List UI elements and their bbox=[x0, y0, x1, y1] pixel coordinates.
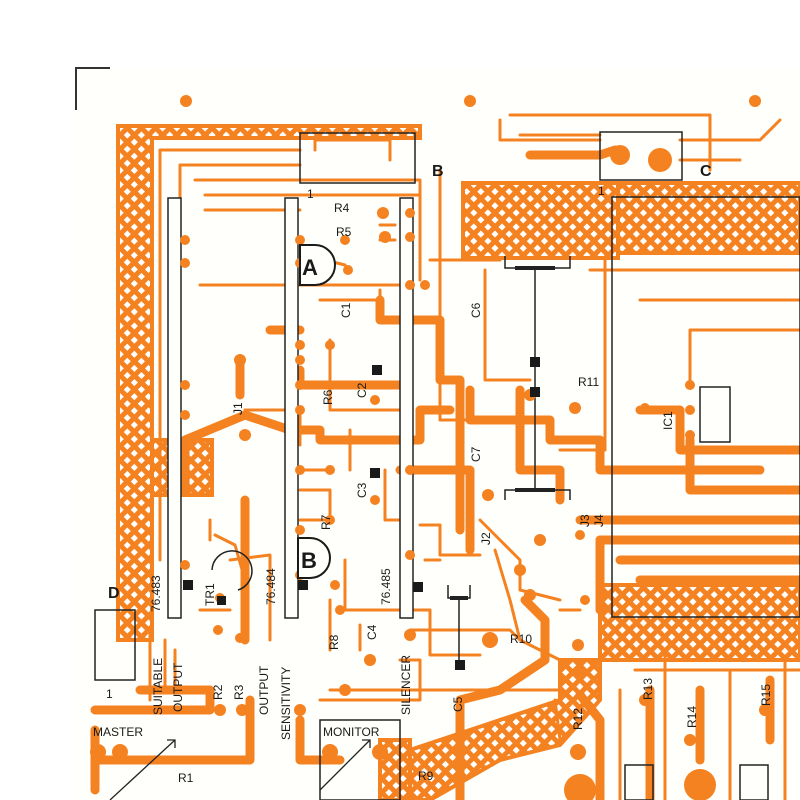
r14-label: R14 bbox=[685, 706, 699, 728]
mounting-pad bbox=[464, 95, 476, 107]
marker-b-label: B bbox=[432, 163, 444, 180]
r11-label: R11 bbox=[578, 375, 599, 389]
ic-76485-body bbox=[399, 197, 414, 619]
r12-label: R12 bbox=[571, 708, 585, 730]
square-pads bbox=[183, 357, 540, 670]
marker-a-pad bbox=[299, 244, 336, 286]
bottom-component-outline-1 bbox=[624, 764, 654, 800]
j3-label: J3 bbox=[578, 514, 592, 527]
r13-label: R13 bbox=[641, 678, 655, 700]
r6-label: R6 bbox=[321, 389, 335, 405]
tr1-label: TR1 bbox=[203, 583, 217, 606]
pin1-left-label: 1 bbox=[106, 687, 113, 701]
pad-a-label: A bbox=[302, 255, 318, 280]
pin1-mid-label: 1 bbox=[598, 184, 605, 198]
ic-76484-label: 76.484 bbox=[264, 568, 278, 605]
suitable-output-label-1: SUITABLE bbox=[151, 658, 165, 715]
potentiometer-symbols bbox=[109, 739, 371, 800]
mounting-pad bbox=[749, 95, 761, 107]
r8-label: R8 bbox=[327, 634, 341, 650]
c6-label: C6 bbox=[469, 302, 483, 318]
j2-label: J2 bbox=[479, 532, 493, 545]
sensitivity-label: SENSITIVITY bbox=[279, 667, 293, 740]
r3-label: R3 bbox=[232, 684, 246, 700]
r4-label: R4 bbox=[334, 201, 350, 215]
marker-d-label: D bbox=[108, 585, 120, 602]
marker-b-pad bbox=[297, 537, 331, 579]
ground-plane-left-frame bbox=[116, 124, 422, 642]
master-label: MASTER bbox=[93, 725, 143, 739]
r9-label: R9 bbox=[418, 769, 434, 783]
r10-label: R10 bbox=[510, 632, 532, 646]
bottom-box-outline bbox=[319, 719, 401, 800]
c3-label: C3 bbox=[355, 482, 369, 498]
suitable-output-label-2: OUTPUT bbox=[171, 662, 185, 712]
mounting-pad bbox=[180, 95, 192, 107]
copper-traces bbox=[90, 113, 800, 800]
marker-shapes bbox=[297, 244, 336, 579]
silencer-label: SILENCER bbox=[399, 655, 413, 715]
ic-76483-body bbox=[167, 197, 182, 619]
connector-top-outline bbox=[299, 132, 416, 184]
j4-label: J4 bbox=[592, 514, 606, 527]
r7-label: R7 bbox=[319, 514, 333, 530]
ic-outlines bbox=[94, 131, 800, 800]
c4-label: C4 bbox=[365, 624, 379, 640]
large-pad bbox=[684, 769, 716, 800]
c1-label: C1 bbox=[339, 302, 353, 318]
pin1-top-label: 1 bbox=[307, 187, 314, 201]
connector-left-outline bbox=[94, 609, 136, 681]
pads bbox=[90, 95, 771, 800]
ic1-label: IC1 bbox=[661, 411, 675, 430]
r1-label: R1 bbox=[178, 771, 194, 785]
transistor-tr1 bbox=[211, 550, 253, 591]
r2-label: R2 bbox=[211, 684, 225, 700]
monitor-label: MONITOR bbox=[323, 725, 380, 739]
ground-plane-right-lower bbox=[598, 583, 800, 662]
pad-b-label: B bbox=[301, 548, 317, 573]
ground-plane-bottom-center bbox=[378, 658, 602, 800]
labels: A B B C D 1 1 1 76.483 76.484 76.485 R1 … bbox=[93, 163, 773, 785]
bottom-component-outline-2 bbox=[739, 764, 769, 800]
ic-76483-label: 76.483 bbox=[149, 575, 163, 612]
c5-label: C5 bbox=[451, 696, 465, 712]
ground-plane-top-center bbox=[461, 181, 620, 260]
board-corner-mark bbox=[75, 67, 110, 110]
j1-label: J1 bbox=[231, 402, 245, 415]
ic-76485-label: 76.485 bbox=[379, 568, 393, 605]
ic1-component-outline bbox=[699, 386, 731, 443]
ground-plane-top-right bbox=[616, 181, 800, 255]
large-pad bbox=[564, 774, 596, 800]
r15-label: R15 bbox=[759, 684, 773, 706]
r5-label: R5 bbox=[336, 225, 352, 239]
capacitor-plates bbox=[450, 266, 555, 600]
c7-label: C7 bbox=[469, 446, 483, 462]
relay-outline bbox=[599, 131, 683, 181]
output-label: OUTPUT bbox=[257, 665, 271, 715]
marker-c-label: C bbox=[700, 163, 712, 180]
ic1-outline bbox=[611, 196, 800, 618]
c2-label: C2 bbox=[355, 382, 369, 398]
